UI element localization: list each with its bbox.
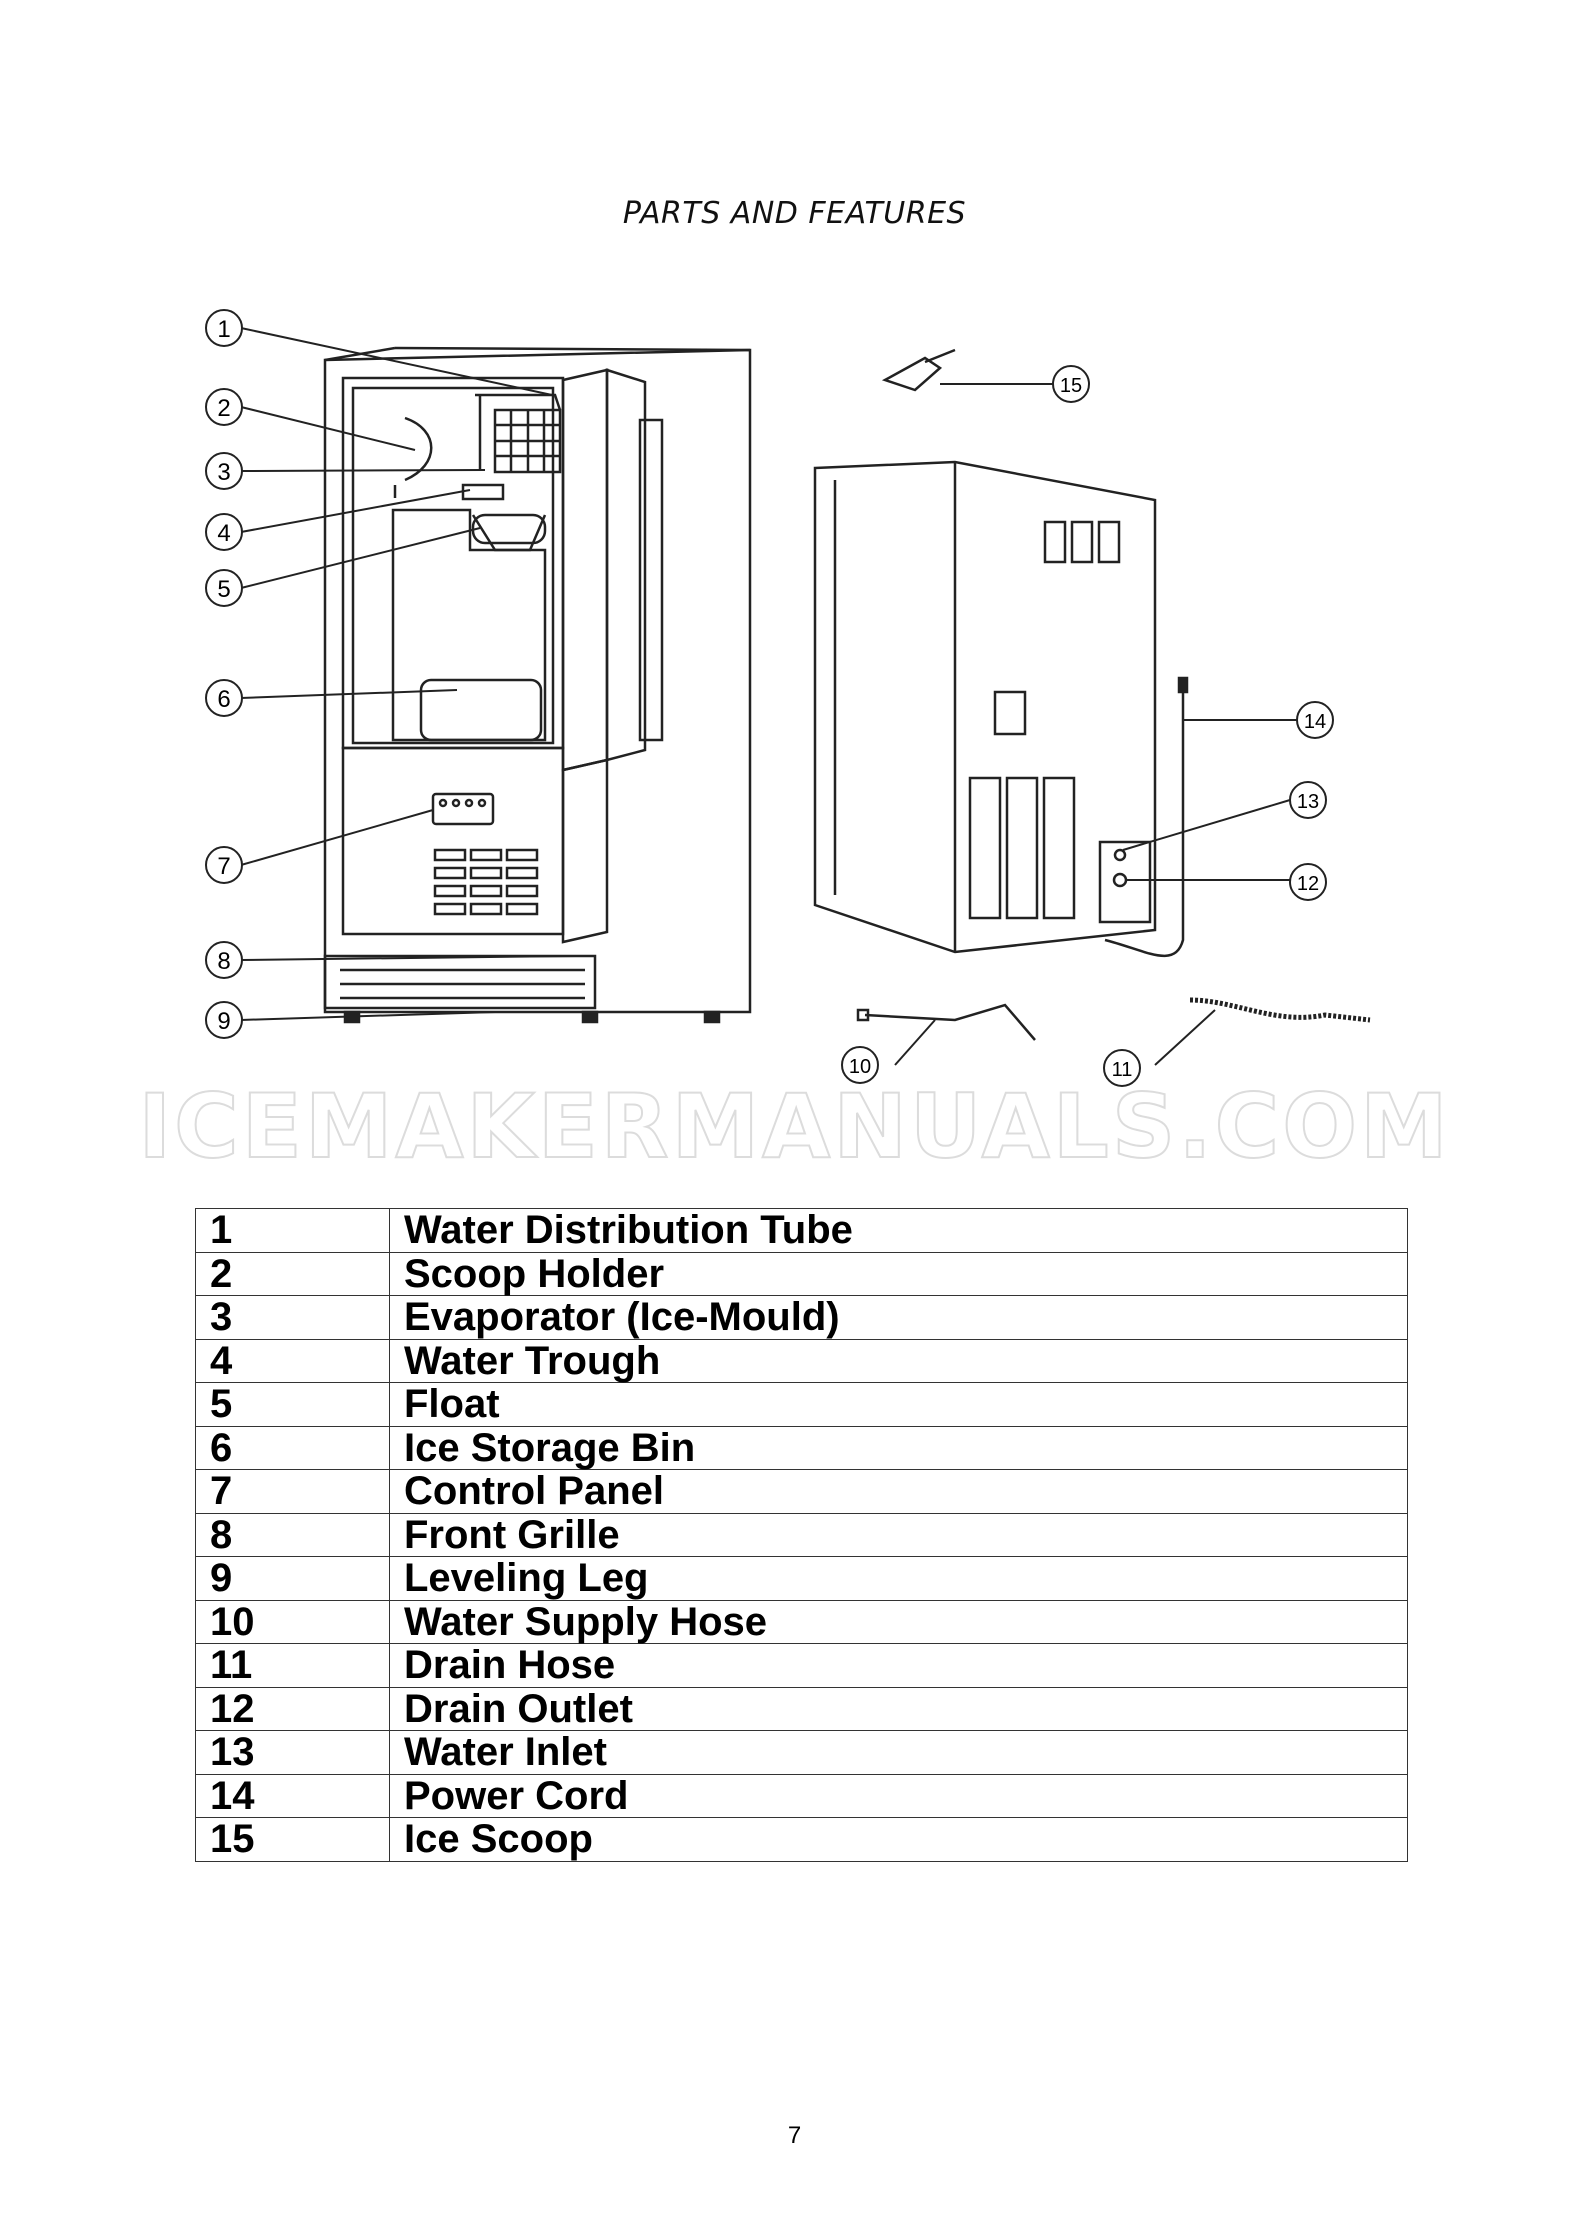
callout-1: 1 [205,309,243,347]
svg-text:7: 7 [217,853,230,880]
part-number: 2 [195,1251,390,1296]
page-title: PARTS AND FEATURES [622,196,967,231]
svg-text:5: 5 [217,576,230,603]
part-name: Ice Storage Bin [389,1425,1408,1470]
callout-2: 2 [205,388,243,426]
callout-6: 6 [205,679,243,717]
callout-8: 8 [205,941,243,979]
watermark: ICEMAKERMANUALS.COM [137,1074,1451,1179]
part-name: Evaporator (Ice-Mould) [389,1295,1408,1340]
svg-text:3: 3 [217,459,230,486]
page-number: 7 [787,2122,802,2149]
parts-diagram: 1 2 3 4 5 6 7 8 9 10 11 12 13 14 15 [205,309,1371,1087]
part-name: Water Inlet [389,1730,1408,1775]
part-number: 5 [195,1382,390,1427]
part-number: 11 [195,1643,390,1688]
callout-7: 7 [205,846,243,884]
callout-14: 14 [1296,701,1334,739]
svg-text:10: 10 [849,1056,871,1078]
part-number: 9 [195,1556,390,1601]
callout-5: 5 [205,569,243,607]
callout-12: 12 [1289,863,1327,901]
part-number: 4 [195,1338,390,1383]
part-number: 13 [195,1730,390,1775]
part-name: Control Panel [389,1469,1408,1514]
part-name: Water Trough [389,1338,1408,1383]
svg-text:6: 6 [217,686,230,713]
svg-text:12: 12 [1297,873,1319,895]
callout-3: 3 [205,452,243,490]
callout-13: 13 [1289,781,1327,819]
part-name: Drain Hose [389,1643,1408,1688]
part-name: Water Supply Hose [389,1599,1408,1644]
callout-leaders [240,327,1297,1066]
svg-text:14: 14 [1304,711,1326,733]
part-number: 7 [195,1469,390,1514]
callout-11: 11 [1103,1049,1141,1087]
part-number: 8 [195,1512,390,1557]
part-name: Leveling Leg [389,1556,1408,1601]
part-number: 6 [195,1425,390,1470]
callout-10: 10 [841,1046,879,1084]
svg-text:4: 4 [217,520,230,547]
part-number: 10 [195,1599,390,1644]
part-name: Water Distribution Tube [389,1208,1408,1253]
svg-text:1: 1 [217,316,230,343]
svg-text:9: 9 [217,1008,230,1035]
part-number: 3 [195,1295,390,1340]
part-name: Power Cord [389,1773,1408,1818]
callout-9: 9 [205,1001,243,1039]
svg-text:13: 13 [1297,791,1319,813]
svg-text:2: 2 [217,395,230,422]
callout-markers: 1 2 3 4 5 6 7 8 9 10 11 12 13 14 15 [205,309,1334,1087]
part-name: Float [389,1382,1408,1427]
part-number: 14 [195,1773,390,1818]
part-name: Ice Scoop [389,1817,1408,1862]
part-name: Front Grille [389,1512,1408,1557]
ice-maker-front-view [323,346,752,1024]
callout-15: 15 [1052,365,1090,403]
callout-4: 4 [205,513,243,551]
part-number: 12 [195,1686,390,1731]
part-name: Drain Outlet [389,1686,1408,1731]
svg-text:11: 11 [1112,1059,1133,1081]
part-number: 15 [195,1817,390,1862]
svg-text:8: 8 [217,948,230,975]
part-name: Scoop Holder [389,1251,1408,1296]
svg-text:15: 15 [1060,375,1082,397]
ice-maker-rear-view [813,348,1371,1041]
part-number: 1 [195,1208,390,1253]
